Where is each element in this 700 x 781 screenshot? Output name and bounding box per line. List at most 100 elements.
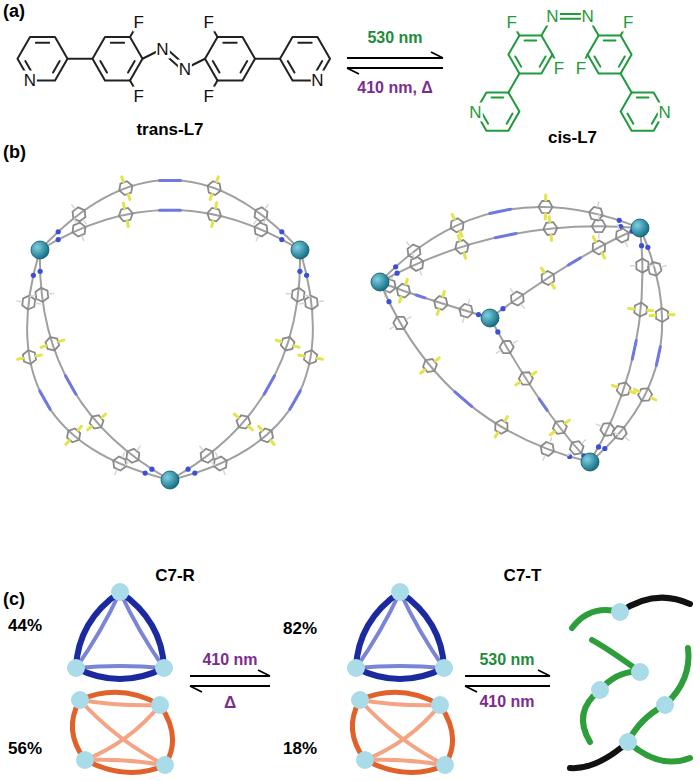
azo-stick — [264, 376, 274, 394]
ligand-strand — [30, 250, 170, 480]
ligand-ring — [35, 288, 48, 302]
ligand-arc — [440, 705, 453, 765]
ligand-strand — [490, 318, 590, 462]
aromatic-ring — [93, 37, 143, 80]
atom-label: F — [203, 12, 215, 31]
fluorine-stick — [505, 416, 508, 420]
cis-structure — [475, 14, 664, 131]
hydrogen-stick — [496, 351, 500, 354]
ligand-arc — [76, 666, 164, 668]
azo-stick — [656, 347, 660, 366]
bond — [68, 58, 93, 60]
ligand-ring — [541, 442, 554, 456]
atom-label: N — [23, 71, 37, 90]
ligand-ring — [656, 308, 668, 322]
hydrogen-stick — [406, 317, 410, 320]
panel-letter: (a) — [3, 2, 25, 20]
fluorine-stick — [88, 427, 92, 430]
ligand-ring — [281, 337, 295, 350]
azo-stick — [568, 258, 580, 265]
wavelength-label: 530 nm — [367, 30, 422, 46]
hydrogen-stick — [630, 265, 635, 267]
fluorine-stick — [495, 433, 498, 437]
forward-arrow — [190, 675, 270, 677]
hydrogen-stick — [30, 295, 35, 297]
ligand-ring — [214, 457, 227, 471]
fluorine-stick — [212, 221, 213, 226]
equilibrium-arrow — [347, 67, 443, 69]
atom-label: F — [133, 86, 145, 105]
equilibrium-arrow — [347, 57, 443, 59]
trans-structure — [18, 22, 331, 96]
azo-stick — [40, 391, 50, 409]
ligand-arc — [360, 692, 440, 705]
palladium-sphere — [581, 453, 599, 471]
ligand-backbone — [380, 226, 640, 282]
ligand-strand — [590, 228, 654, 462]
atom-label: N — [310, 71, 324, 90]
metal-node — [76, 751, 94, 769]
hydrogen-stick — [36, 303, 41, 305]
hydrogen-stick — [598, 214, 600, 219]
ligand-backbone — [170, 250, 300, 480]
nitrogen-atom — [192, 470, 197, 475]
ligand-arc — [80, 692, 160, 705]
palladium-sphere — [161, 471, 179, 489]
fluorine-stick — [552, 284, 555, 288]
atom-label: N — [580, 7, 594, 26]
ligand-ring — [592, 220, 606, 232]
azo-stick — [455, 392, 472, 406]
hydrogen-stick — [510, 289, 513, 293]
nitrogen-atom — [645, 245, 650, 250]
ligand-ring — [648, 262, 662, 276]
ligand-arc — [76, 592, 120, 668]
hydrogen-stick — [200, 446, 203, 450]
structure-name: cis-L7 — [450, 129, 695, 148]
ligand-ring — [255, 223, 268, 237]
fluorine-stick — [669, 313, 674, 316]
nitrogen-atom — [617, 218, 622, 223]
hydrogen-stick — [265, 205, 268, 209]
wavelength-label: 410 nm — [479, 694, 534, 710]
metal-node — [436, 756, 454, 774]
palladium-sphere — [371, 273, 389, 291]
double-bond — [507, 114, 513, 124]
hydrogen-stick — [463, 317, 464, 322]
fluorine-stick — [634, 389, 638, 391]
ligand-ring — [126, 449, 139, 463]
hydrogen-stick — [264, 219, 266, 224]
hydrogen-stick — [407, 242, 410, 246]
ligand-ring — [23, 350, 36, 364]
panel-letter: (b) — [3, 143, 26, 161]
ligand-strand — [590, 228, 674, 462]
ligand-arc — [352, 700, 365, 760]
atom-label: N — [468, 102, 482, 121]
equilibrium-arrows — [465, 676, 550, 686]
fluorine-stick — [541, 268, 544, 272]
ligand-arc — [356, 592, 400, 668]
hydrogen-stick — [115, 470, 117, 475]
structure-name: C7-T — [350, 567, 695, 586]
wavelength-label: 410 nm, Δ — [357, 80, 433, 96]
fluorine-stick — [460, 232, 462, 237]
azo-stick — [416, 295, 425, 298]
equilibrium-arrows — [190, 676, 270, 686]
ligand-backbone — [40, 180, 300, 250]
ligand-backbone — [170, 250, 313, 480]
palladium-sphere — [291, 241, 309, 259]
ligand-arc — [72, 700, 85, 760]
ligand-ring — [119, 181, 132, 195]
hydrogen-stick — [17, 300, 22, 302]
ligand-ring — [22, 296, 35, 310]
percentage: 56% — [8, 740, 42, 757]
bond — [508, 74, 519, 93]
structure-name: C7-R — [5, 567, 345, 586]
ligand-ring — [593, 240, 605, 254]
reverse-arrow — [465, 685, 550, 687]
nitrogen-atom — [394, 271, 399, 276]
ligand-arc — [365, 760, 445, 773]
hydrogen-stick — [614, 432, 619, 434]
ligand-ring — [408, 245, 421, 259]
ring-schematic — [347, 583, 453, 679]
